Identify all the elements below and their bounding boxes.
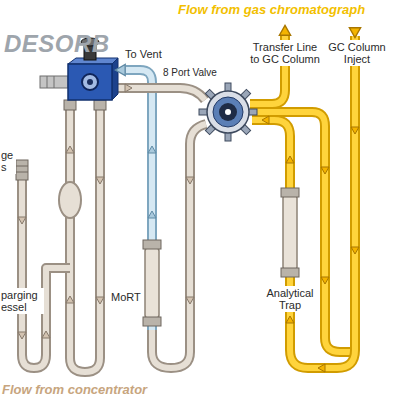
flow-legend-title: Flow from concentrator [2, 382, 147, 397]
valve-window-core [87, 79, 93, 85]
fitting-ridge [47, 76, 48, 88]
flow-arrow [96, 177, 104, 184]
fitting [281, 268, 299, 277]
flow-arrow [286, 156, 294, 163]
flow-arrow [186, 297, 194, 304]
flow-arrow [262, 116, 269, 124]
flow-arrow [279, 25, 290, 35]
flow-arrow [286, 316, 294, 323]
purge-fitting [16, 160, 28, 180]
fitting [281, 188, 299, 197]
fitting-ridge [16, 166, 28, 167]
fitting-ridge [54, 76, 55, 88]
flow-arrow [66, 146, 74, 153]
mort-column [145, 248, 159, 318]
flow-legend-title: Flow from gas chromatograph [178, 2, 365, 17]
column-inject-tube [252, 36, 355, 368]
carrier-tube [252, 112, 355, 352]
valve-label: 8 Port Valve [162, 66, 218, 80]
sparging-vessel-label: parging essel [0, 288, 44, 314]
diagram-title: DESORB [4, 31, 110, 57]
sparging-vessel-bulb [59, 182, 81, 218]
column-inject-label: GC Column Inject [325, 40, 389, 66]
valve-block [68, 64, 112, 100]
side-fitting [40, 76, 68, 88]
flow-arrow [66, 296, 74, 303]
analytical-trap [283, 195, 297, 270]
flow-arrow [321, 167, 329, 174]
transfer-line-label: Transfer Line to GC Column [248, 40, 322, 66]
trap-label: Analytical Trap [262, 286, 318, 312]
purge-gas-label: ge s [0, 148, 16, 174]
flow-arrow [351, 247, 359, 254]
mort-label: MoRT [110, 290, 142, 304]
flow-arrow [186, 177, 194, 184]
carrier-tube [252, 112, 355, 352]
flow-arrow [321, 277, 329, 284]
flow-arrow [18, 332, 26, 339]
fitting [143, 317, 161, 326]
valve-window [82, 74, 98, 90]
valve-rotor [213, 97, 243, 127]
flow-arrow [349, 28, 360, 38]
flow-arrow [18, 217, 26, 224]
vent-arrow [115, 64, 125, 75]
fitting [143, 240, 161, 249]
column-inject-tube [252, 36, 355, 368]
fitting [64, 100, 76, 110]
fitting-ridge [16, 172, 28, 173]
flow-arrow [42, 331, 50, 338]
flow-arrow [96, 297, 104, 304]
valve-block-side [112, 58, 118, 100]
valve-body [207, 91, 249, 133]
flow-arrow [148, 211, 156, 218]
valve-hub [219, 103, 237, 121]
fitting [94, 100, 106, 110]
valve-center [225, 109, 231, 115]
flow-arrow [351, 127, 359, 134]
vent-label: To Vent [124, 47, 163, 61]
vessel-loop-tube [70, 108, 100, 372]
flow-arrow [148, 146, 156, 153]
vessel-loop-tube [70, 108, 100, 372]
flow-arrow [125, 84, 132, 92]
flow-arrow [318, 364, 325, 372]
